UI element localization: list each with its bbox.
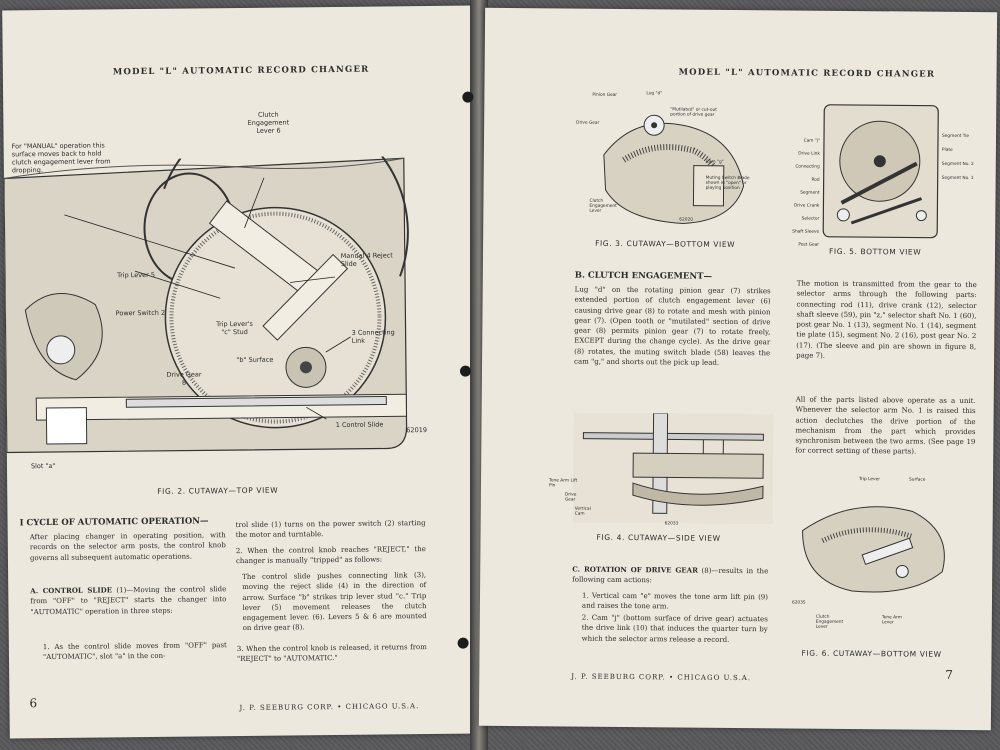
fig2-label-trip-stud: Trip Lever's "c" Stud — [216, 319, 253, 337]
col2-p4: 3. When the control knob is released, it… — [236, 643, 427, 664]
col1-step1: 1. As the control slide moves from "OFF"… — [42, 641, 227, 662]
fig6-label-clutch-lever: Clutch Engagement Lever — [815, 614, 844, 630]
fig6-label-surface: Surface — [909, 477, 926, 483]
right-col-p1: The motion is transmitted from the gear … — [796, 279, 977, 360]
fig2-label-slot-a: Slot "a" — [30, 461, 56, 471]
section-c-item2: 2. Cam "j" (bottom surface of drive gear… — [581, 613, 768, 644]
page-number-right: 7 — [945, 667, 954, 682]
col1-intro: After placing changer in operating posit… — [29, 531, 226, 562]
section-i-title: I CYCLE OF AUTOMATIC OPERATION— — [19, 516, 209, 529]
fig3-label-pinion: Pinion Gear — [592, 92, 618, 98]
fig4-label-vertical-cam: Vertical Cam — [574, 506, 591, 517]
footer-right: J. P. SEEBURG CORP. • CHICAGO U.S.A. — [571, 672, 752, 683]
fig2-caption: FIG. 2. CUTAWAY—TOP VIEW — [157, 485, 279, 496]
fig3-number: 62020 — [679, 217, 693, 223]
fig3-label-cam-g: Cam "g" — [705, 159, 724, 165]
fig5-labels-left: Cam "j" Drive Link Connecting Rod Segmen… — [789, 134, 820, 251]
fig5-labels-right: Segment Tie Plate Segment No. 2 Segment … — [942, 130, 978, 186]
fig5-label-connecting-rod: Connecting Rod — [795, 164, 820, 183]
fig3-illustration — [603, 114, 745, 225]
fig5-label-segment-2: Segment No. 2 — [941, 161, 974, 168]
fig6-number: 62035 — [791, 600, 806, 606]
fig2-illustration — [3, 156, 409, 454]
fig4-caption: FIG. 4. CUTAWAY—SIDE VIEW — [596, 532, 721, 543]
page-number-left: 6 — [29, 696, 38, 711]
section-b-text: Lug "d" on the rotating pinion gear (7) … — [574, 285, 771, 367]
control-slide-subhead: A. CONTROL SLIDE — [30, 585, 113, 596]
left-page: MODEL "L" AUTOMATIC RECORD CHANGER For "… — [2, 5, 480, 739]
fig4-illustration — [572, 412, 774, 525]
footer-left: J. P. SEEBURG CORP. • CHICAGO U.S.A. — [239, 702, 420, 713]
fig3-label-clutch-lever: Clutch Engagement Lever — [589, 198, 617, 214]
fig3-label-muting-switch: Muting Switch Blade shown in "open" or p… — [705, 175, 750, 192]
fig2-label-power-switch: Power Switch 2 — [115, 308, 166, 318]
fig5-label-segment-1: Segment No. 1 — [941, 175, 974, 182]
fig4-label-drive-gear: Drive Gear — [564, 492, 577, 503]
fig2-label-control-slide: 1 Control Slide — [335, 420, 384, 430]
fig2-number: 62019 — [406, 426, 428, 435]
section-c-item1: 1. Vertical cam "e" moves the tone arm l… — [581, 591, 769, 611]
right-page: MODEL "L" AUTOMATIC RECORD CHANGER Pinio… — [457, 7, 998, 731]
fig2-label-trip-lever: Trip Lever 5 — [117, 270, 156, 280]
fig2-label-connecting-link: 3 Connecting Link — [351, 328, 395, 345]
fig5-label-drive-crank: Drive Crank — [793, 203, 820, 209]
fig5-illustration — [822, 104, 939, 239]
fig6-illustration — [802, 506, 945, 593]
fig6-label-tone-arm: Tone Arm Lever — [881, 615, 902, 626]
col2-p3: The control slide pushes connecting link… — [242, 571, 427, 633]
fig6-caption: FIG. 6. CUTAWAY—BOTTOM VIEW — [801, 648, 942, 659]
fig5-label-drive-link: Drive Link — [798, 151, 820, 157]
binder-hole-middle — [459, 365, 472, 377]
fig3-label-drive-gear: Drive Gear — [576, 120, 600, 126]
fig5-label-selector-sleeve: Selector Shaft Sleeve — [792, 216, 820, 235]
section-c-heading: C. ROTATION OF DRIVE GEAR (8)—results in… — [572, 565, 768, 587]
page-header: MODEL "L" AUTOMATIC RECORD CHANGER — [112, 64, 370, 78]
col2-p1: trol slide (1) turns on the power switch… — [235, 519, 426, 540]
page-header-right: MODEL "L" AUTOMATIC RECORD CHANGER — [678, 67, 936, 80]
binder-hole-top — [462, 91, 474, 103]
section-c-title: C. ROTATION OF DRIVE GEAR — [572, 564, 698, 575]
fig3-caption: FIG. 3. CUTAWAY—BOTTOM VIEW — [595, 238, 736, 249]
fig3-label-mutilated: "Mutilated" or cut-out portion of drive … — [670, 107, 717, 118]
right-col-p2: All of the parts listed above operate as… — [795, 395, 976, 457]
fig3-label-lug-d: Lug "d" — [646, 91, 663, 97]
col1-control-slide-para: A. CONTROL SLIDE (1)—Moving the control … — [30, 584, 226, 617]
fig2-label-manual-note: For "MANUAL" operation this surface move… — [11, 141, 111, 175]
fig5-label-post-gear: Post Gear — [798, 242, 820, 248]
section-b-title: B. CLUTCH ENGAGEMENT— — [574, 270, 713, 282]
fig4-label-lift-pin: Tone Arm Lift Pin — [548, 478, 578, 489]
fig5-label-segment: Segment — [800, 190, 820, 196]
fig5-label-tie-plate: Segment Tie Plate — [941, 133, 970, 153]
fig2-label-manual-reject: Manual 4 Reject Slide — [340, 251, 393, 268]
col2-p2: 2. When the control knob reaches "REJECT… — [235, 545, 426, 566]
fig6-label-trip-lever: Trip Lever — [859, 477, 881, 483]
fig2-label-clutch-lever: Clutch Engagement Lever 6 — [247, 110, 290, 135]
fig2-label-drive-gear: Drive Gear 8 — [166, 370, 202, 387]
fig2-label-surface-b: "b" Surface — [236, 355, 274, 365]
binder-hole-bottom — [457, 637, 469, 649]
fig4-number: 62033 — [664, 521, 679, 527]
fig5-caption: FIG. 5. BOTTOM VIEW — [828, 246, 922, 257]
fig5-label-cam-j: Cam "j" — [803, 138, 821, 144]
